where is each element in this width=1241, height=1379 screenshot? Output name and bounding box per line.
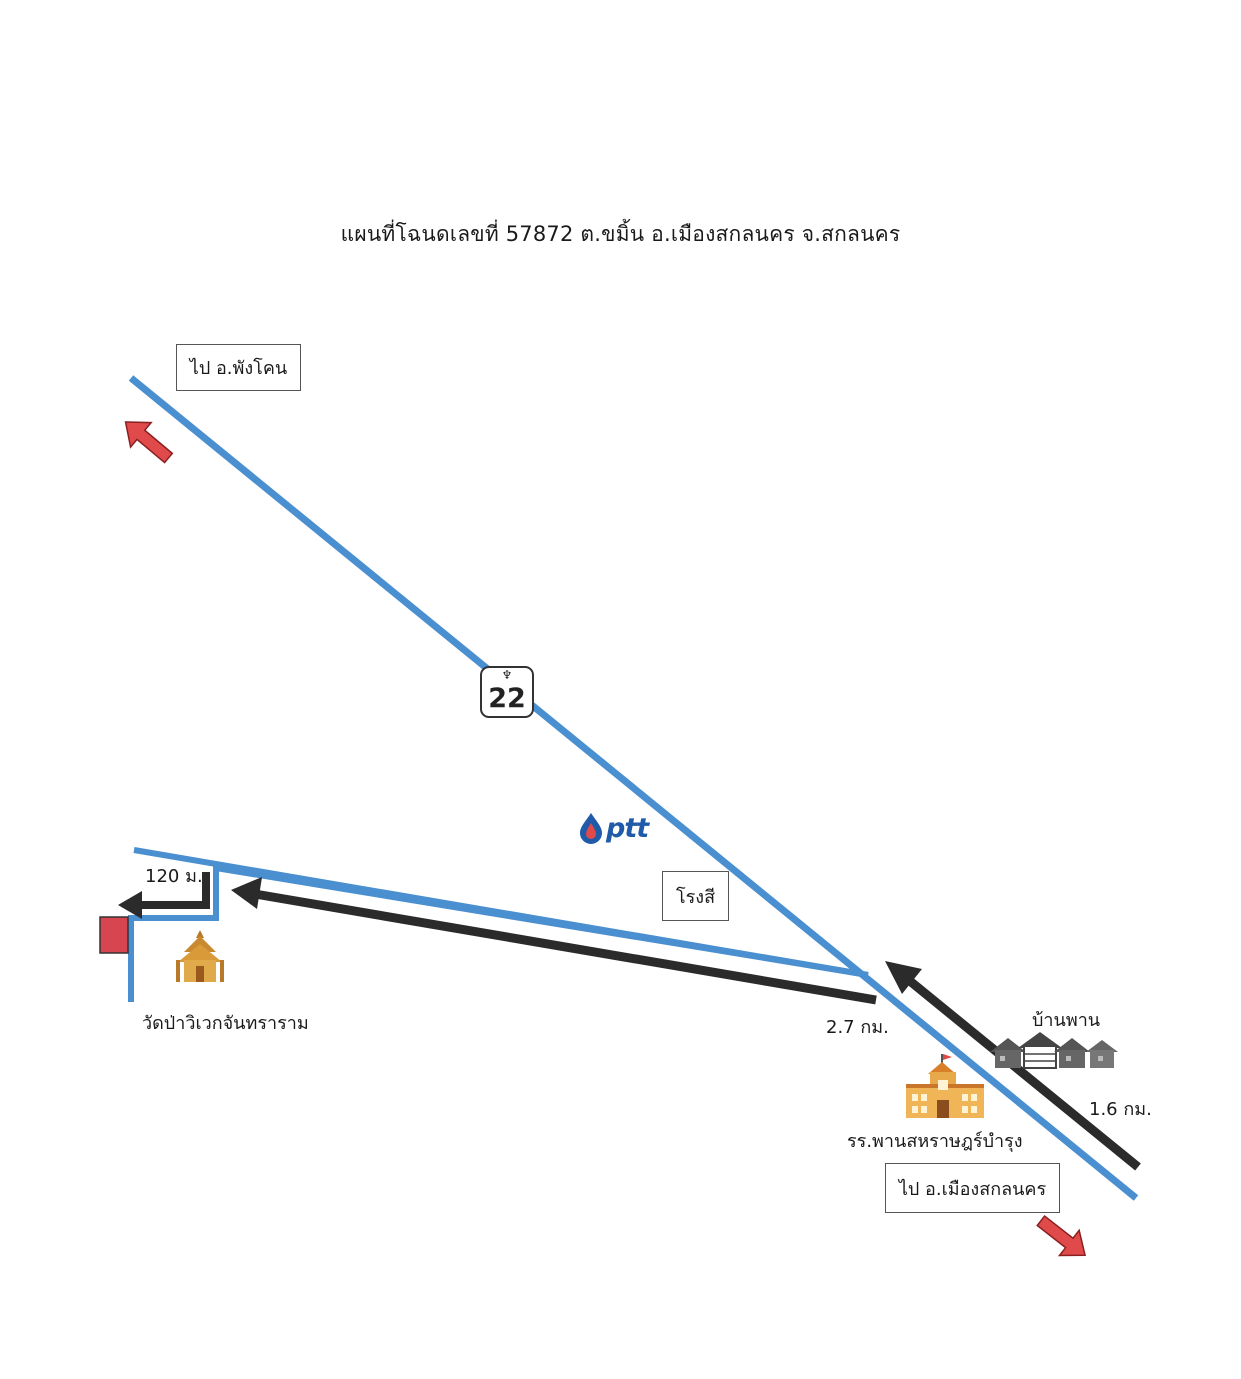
route-arrow-side-road (231, 877, 877, 1005)
route-number: 22 (488, 683, 526, 714)
highway-22-road (128, 375, 1139, 1201)
label-school: รร.พานสหราษฎร์บำรุง (847, 1131, 1023, 1152)
label-1-6km: 1.6 กม. (1089, 1099, 1152, 1120)
label-2-7km: 2.7 กม. (826, 1017, 889, 1038)
ptt-text: ptt (606, 812, 649, 844)
ptt-logo: ptt (578, 812, 649, 844)
land-plot-marker (99, 916, 129, 954)
box-to-mueang-sakon-nakhon: ไป อ.เมืองสกลนคร (885, 1163, 1060, 1213)
temple-icon (176, 930, 224, 982)
crest-icon: ♆ (501, 668, 513, 682)
houses-icon (990, 1032, 1118, 1069)
direction-arrow-northwest (124, 421, 174, 464)
map-title: แผนที่โฉนดเลขที่ 57872 ต.ขมิ้น อ.เมืองสก… (340, 222, 901, 246)
label-village: บ้านพาน (1032, 1010, 1101, 1031)
route-22-shield: ♆ 22 (480, 666, 534, 718)
box-paint-shop: โรงสี (662, 871, 729, 921)
school-icon (906, 1054, 984, 1118)
route-arrow-village (885, 961, 1141, 1171)
route-arrow-temple (118, 872, 210, 919)
label-120m: 120 ม. (145, 866, 203, 887)
label-temple: วัดป่าวิเวกจันทราราม (142, 1013, 309, 1034)
side-road-top (133, 847, 869, 978)
ptt-flame-icon (580, 813, 602, 844)
direction-arrow-southeast (1036, 1214, 1087, 1257)
box-to-phang-khon: ไป อ.พังโคน (176, 344, 301, 391)
